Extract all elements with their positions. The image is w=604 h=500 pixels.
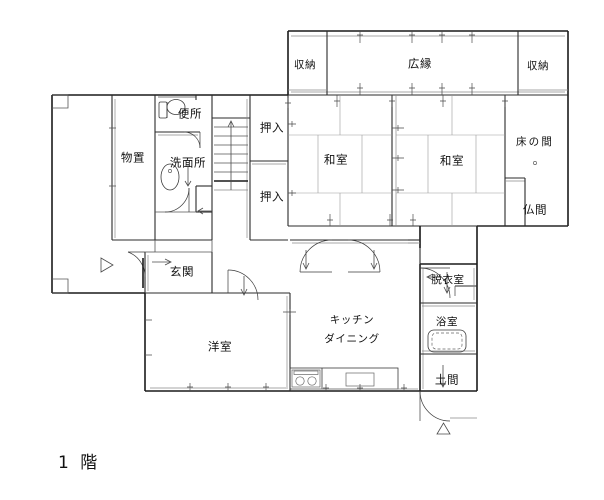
room-opening-ticks bbox=[327, 214, 416, 226]
step-direction-arrow bbox=[197, 207, 212, 215]
room-label-tokonoma: 床の間 bbox=[516, 135, 554, 148]
room-label-butsuma: 仏間 bbox=[523, 203, 547, 217]
kitchen-door-arrow-left bbox=[302, 250, 310, 270]
tatami-mat-lines-room2 bbox=[396, 95, 505, 226]
veranda-block bbox=[288, 31, 568, 96]
room-label-dining: ダイニング bbox=[324, 332, 380, 345]
washitsu-kitchen-door-1 bbox=[299, 239, 333, 273]
toilet-fixture bbox=[158, 99, 186, 119]
entrance-door-swing bbox=[127, 251, 146, 278]
room-label-shuno-left: 収納 bbox=[294, 58, 316, 71]
room-label-hiroen: 広縁 bbox=[408, 57, 432, 71]
kitchen-window-ticks bbox=[323, 384, 407, 391]
room-label-oshiire-1: 押入 bbox=[260, 121, 284, 135]
bath-block bbox=[408, 226, 477, 435]
tokonoma-butsuma-block bbox=[505, 161, 537, 226]
room-label-genkan: 玄関 bbox=[170, 265, 194, 279]
room-label-monooki: 物置 bbox=[121, 151, 145, 165]
window-mullion-ticks bbox=[357, 31, 475, 95]
room-label-senmenjo: 洗面所 bbox=[170, 156, 206, 170]
changing-room-left-arrow bbox=[426, 273, 440, 281]
japanese-rooms-block bbox=[285, 95, 568, 227]
left-wing-block bbox=[109, 95, 213, 253]
tatami-mat-lines-room1 bbox=[288, 95, 392, 226]
sliding-door-ticks bbox=[285, 95, 508, 193]
changing-room-arrow bbox=[443, 272, 451, 294]
doma-direction-arrow bbox=[439, 365, 447, 388]
changing-room-door-swing bbox=[419, 267, 451, 299]
closet-ticks bbox=[288, 121, 296, 196]
room-label-datsuishitsu: 脱衣室 bbox=[431, 273, 464, 286]
stove-fixture bbox=[291, 369, 321, 388]
room-label-yoshitsu: 洋室 bbox=[208, 340, 232, 354]
entrance-direction-triangle bbox=[100, 257, 114, 273]
doma-door-swing bbox=[419, 390, 451, 422]
washroom-door-swing bbox=[164, 187, 190, 213]
room-label-doma: 土間 bbox=[435, 373, 459, 387]
western-kitchen-opening-tick bbox=[283, 309, 296, 315]
room-label-benjo: 便所 bbox=[178, 107, 202, 121]
tokonoma-pillar-marker bbox=[533, 161, 537, 165]
kitchen-door-arrow-right bbox=[370, 250, 378, 270]
entrance-block bbox=[100, 251, 213, 294]
room-label-yokushitsu: 浴室 bbox=[436, 315, 458, 328]
western-room-door-swing bbox=[227, 269, 259, 301]
room-label-shuno-right: 収納 bbox=[527, 59, 549, 72]
floor-level-label: 1 階 bbox=[58, 453, 100, 473]
room-label-washitsu-1: 和室 bbox=[324, 153, 348, 167]
doma-entrance-triangle bbox=[436, 422, 451, 435]
washbasin-fixture bbox=[160, 163, 180, 191]
western-room-door-arrow bbox=[240, 276, 248, 296]
room-labels: 物置 便所 洗面所 押入 押入 収納 広縁 収納 和室 和室 床の間 仏間 玄関… bbox=[121, 57, 554, 387]
room-label-washitsu-2: 和室 bbox=[440, 154, 464, 168]
washitsu-kitchen-door-2 bbox=[347, 239, 381, 273]
kitchen-dining-block bbox=[289, 239, 420, 391]
wall-corner-notches bbox=[52, 94, 69, 294]
toilet-door-swing bbox=[183, 131, 201, 149]
closet-block bbox=[250, 121, 296, 241]
bathtub-fixture bbox=[427, 329, 467, 353]
washroom-direction-arrow bbox=[184, 165, 192, 187]
western-room-window-ticks bbox=[187, 383, 269, 391]
room-label-oshiire-2: 押入 bbox=[260, 190, 284, 204]
stairs-up-arrow bbox=[227, 120, 235, 190]
room-label-kitchen: キッチン bbox=[330, 314, 374, 326]
genkan-direction-arrow bbox=[152, 258, 172, 266]
western-room-block bbox=[145, 269, 296, 391]
staircase bbox=[212, 95, 251, 240]
